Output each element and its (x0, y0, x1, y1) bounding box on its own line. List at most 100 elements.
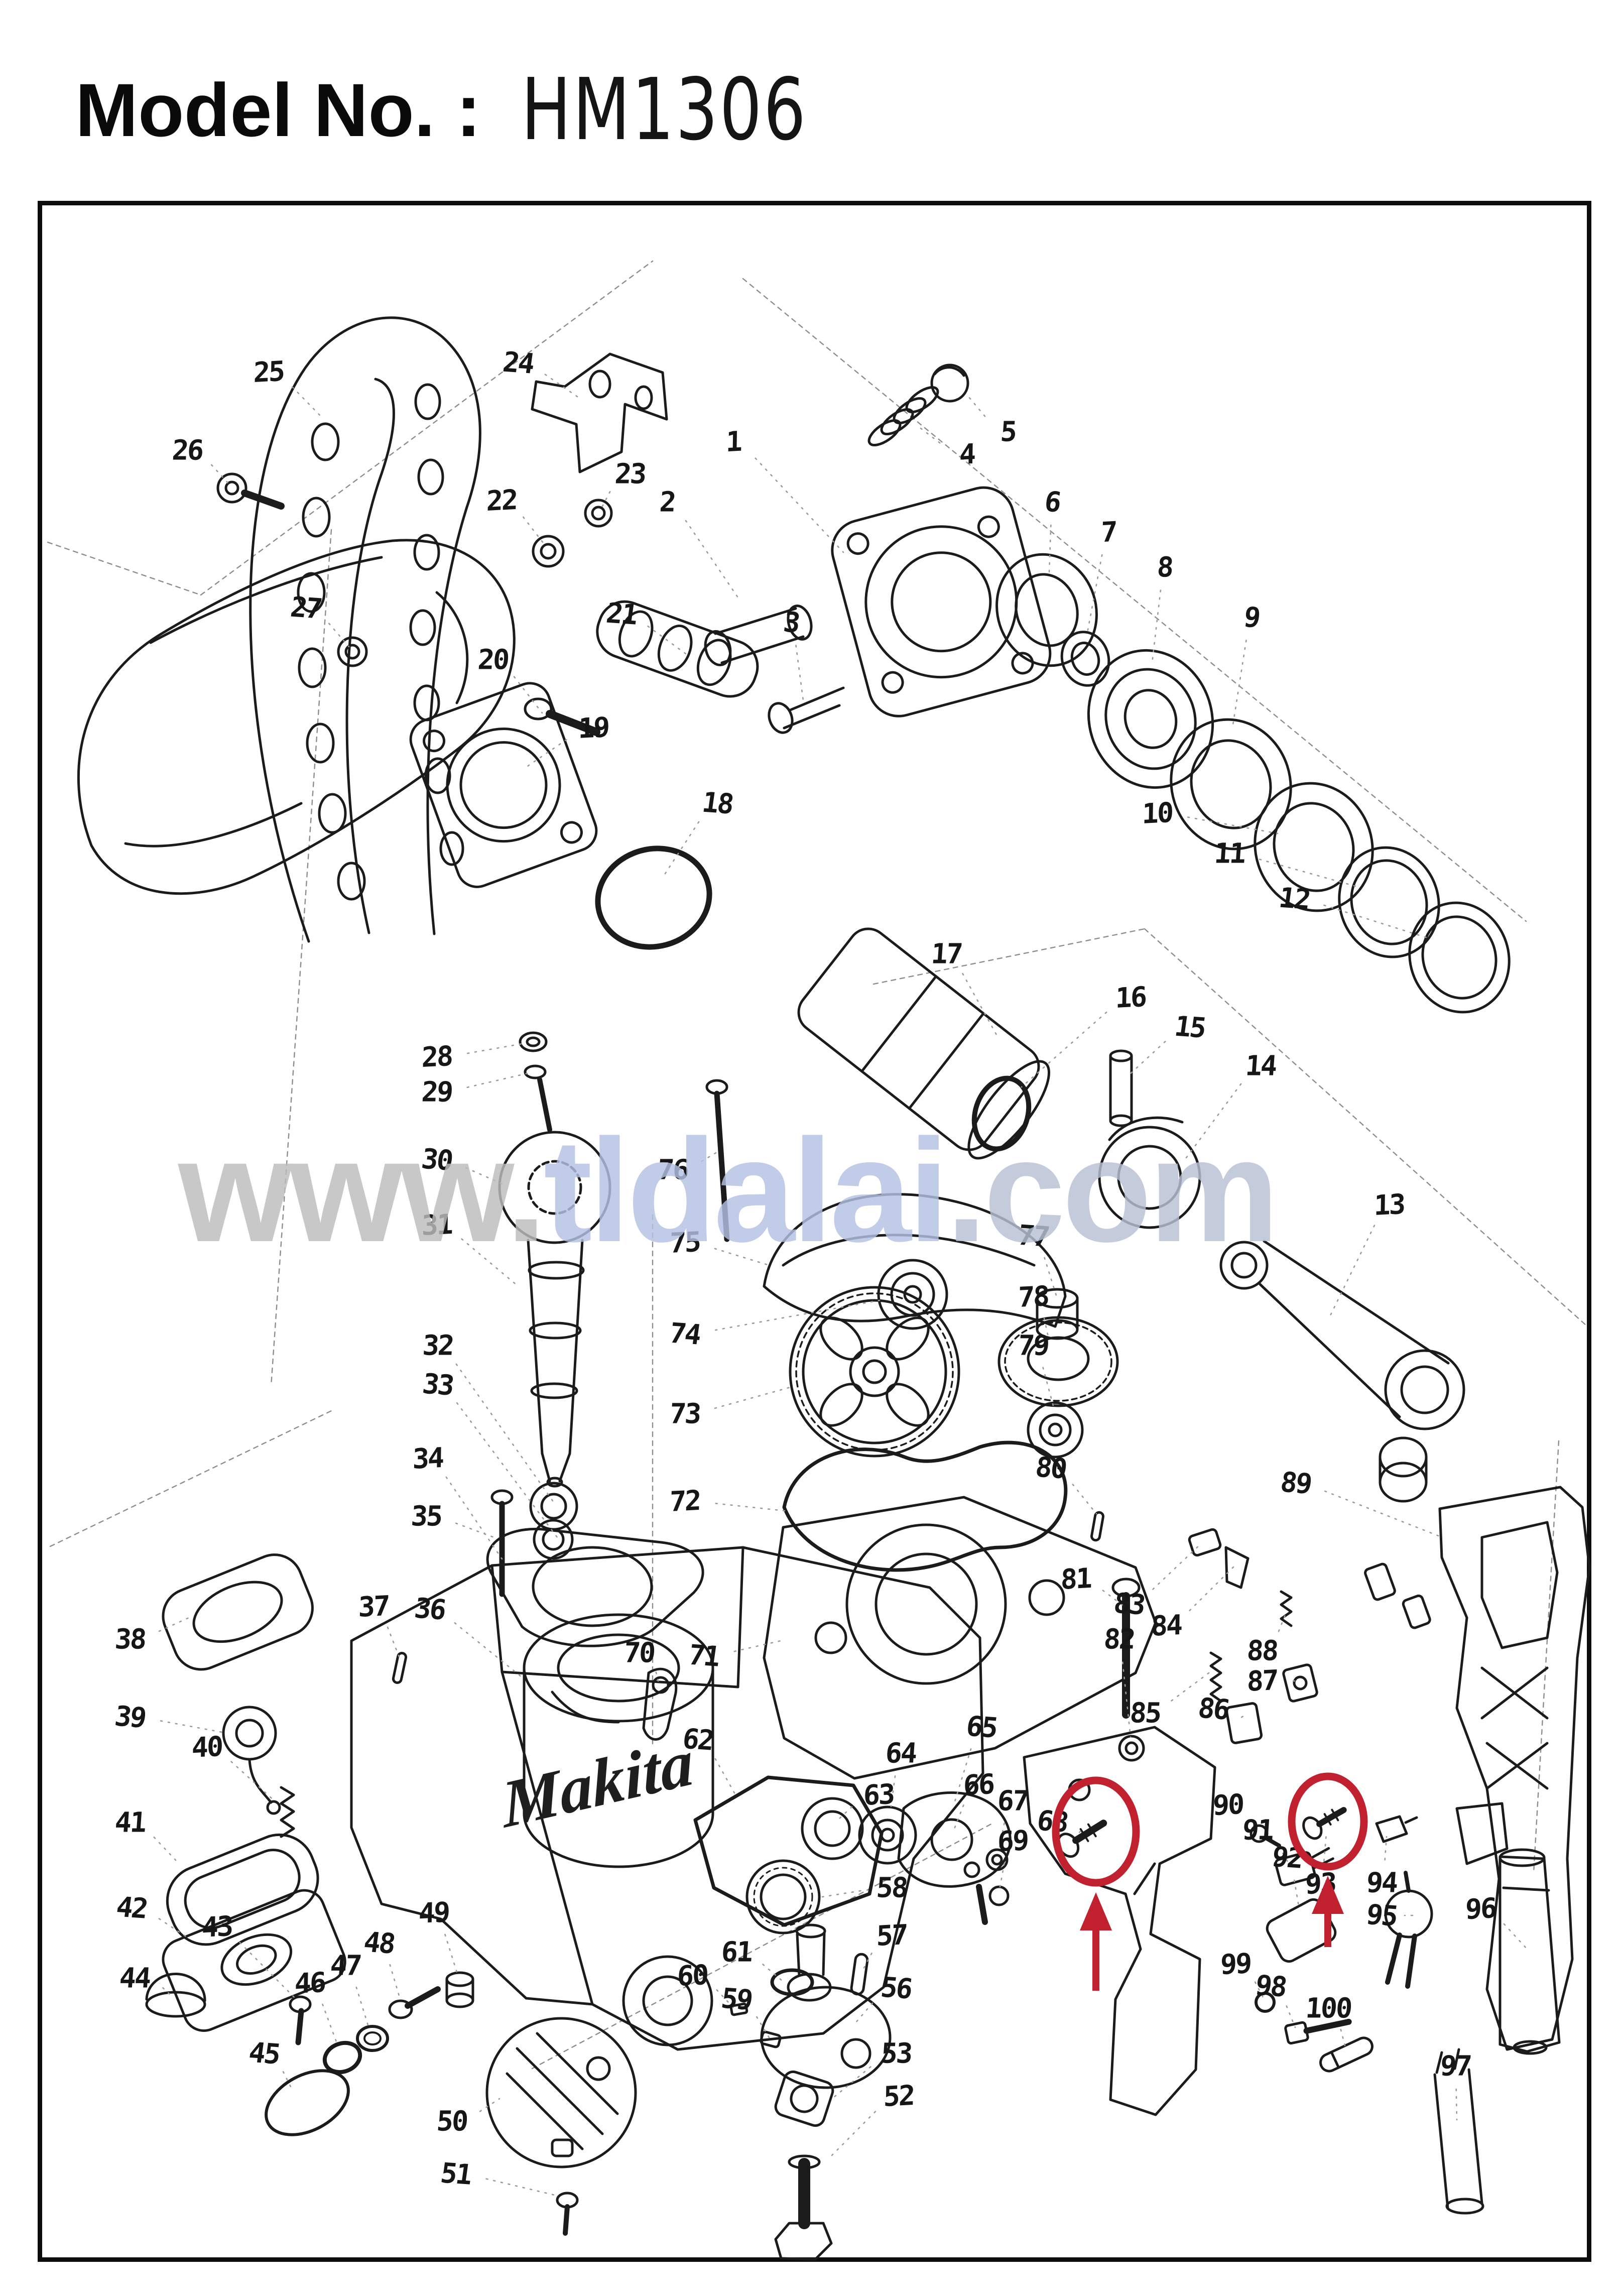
part-electrical-parts (1250, 1815, 1561, 2215)
leader-line-80 (1072, 1484, 1097, 1515)
leader-line-67 (998, 1823, 1005, 1851)
leader-line-57 (861, 1953, 872, 1972)
part-ring-chain (995, 553, 1511, 1014)
leader-line-4 (918, 426, 941, 444)
leader-line-82 (1121, 1661, 1132, 1738)
leader-line-35 (455, 1522, 499, 1540)
leader-line-85 (1171, 1672, 1210, 1702)
watermark-mid: tldalai (543, 1109, 949, 1272)
leader-line-37 (387, 1626, 400, 1658)
leader-line-29 (466, 1072, 528, 1089)
leader-line-40 (230, 1761, 276, 1802)
part-switch-small-parts (1090, 1511, 1318, 1762)
watermark: www.tldalai.com (178, 1117, 1279, 1264)
leader-line-7 (1086, 554, 1103, 636)
part-piston-group (971, 1049, 1465, 1503)
leader-line-76 (701, 1151, 718, 1162)
leader-line-41 (153, 1836, 177, 1861)
leader-line-91 (1278, 1846, 1289, 1863)
leader-line-1 (755, 457, 844, 553)
leader-line-39 (160, 1720, 223, 1733)
leader-line-75 (714, 1248, 770, 1266)
leader-line-38 (158, 1615, 194, 1632)
leader-line-81 (1102, 1590, 1126, 1608)
leader-line-45 (282, 2071, 293, 2091)
leader-line-48 (389, 1964, 402, 2002)
leader-line-84 (1189, 1565, 1235, 1612)
leader-line-5 (965, 393, 986, 417)
model-number: HM1306 (521, 60, 808, 160)
highlight-part-68 (1052, 1776, 1140, 1991)
leader-line-28 (466, 1042, 526, 1054)
part-crank-parts (729, 1859, 892, 2261)
leader-line-42 (158, 1918, 188, 1938)
part-pin-37 (392, 1651, 408, 1684)
leader-line-15 (1129, 1041, 1166, 1075)
leader-line-68 (1077, 1830, 1081, 1835)
leader-line-47 (355, 1986, 370, 2029)
leader-line-19 (524, 739, 567, 769)
leader-line-70 (655, 1671, 660, 1684)
leader-line-96 (1503, 1923, 1528, 1950)
leader-line-63 (838, 1806, 853, 1820)
leader-line-21 (647, 625, 689, 656)
leader-line-53 (832, 2066, 871, 2099)
construction-lines (47, 260, 1587, 2070)
part-left-column (145, 1553, 637, 2236)
part-oring-18 (595, 845, 712, 950)
leader-line-11 (1259, 859, 1356, 887)
part-cap-5 (930, 364, 969, 403)
leader-line-89 (1324, 1490, 1441, 1537)
leader-line-86 (1239, 1716, 1244, 1719)
part-flange-plate (409, 682, 598, 888)
highlight-arrow-head-93 (1312, 1876, 1344, 1914)
part-motor-housing (77, 539, 516, 895)
leader-line-92 (1293, 1879, 1300, 1910)
leader-line-27 (328, 623, 350, 648)
leader-line-88 (1278, 1612, 1287, 1632)
leader-line-90 (1250, 1820, 1259, 1833)
leader-line-78 (1043, 1317, 1049, 1338)
leader-line-25 (291, 386, 322, 418)
leader-line-44 (162, 1987, 171, 1995)
model-label: Model No. : (75, 67, 481, 152)
leader-line-9 (1231, 640, 1247, 729)
leader-line-65 (954, 1748, 972, 1802)
leader-line-46 (322, 2003, 338, 2045)
leader-line-10 (1187, 816, 1279, 834)
leader-line-71 (733, 1640, 782, 1652)
highlight-part-93 (1288, 1772, 1368, 1947)
page-title: Model No. : HM1306 (75, 60, 888, 160)
leader-line-72 (715, 1503, 790, 1512)
part-screw-35 (490, 1489, 514, 1597)
leader-line-99 (1254, 1981, 1265, 2000)
leader-line-64 (890, 1775, 896, 1807)
leader-line-100 (1340, 2028, 1346, 2048)
watermark-suffix: .com (946, 1109, 1279, 1272)
leader-line-2 (685, 520, 739, 598)
part-bracket (531, 352, 668, 473)
leader-line-3 (795, 645, 804, 701)
leader-line-62 (714, 1758, 738, 1798)
highlight-arrow-head-68 (1080, 1892, 1112, 1930)
part-rear-handle (1364, 1486, 1591, 2051)
leader-line-13 (1329, 1225, 1376, 1316)
leader-line-20 (513, 676, 543, 714)
leader-line-33 (456, 1402, 558, 1538)
leader-line-93 (1323, 1833, 1327, 1862)
part-spring-4 (867, 386, 939, 446)
watermark-prefix: www. (178, 1109, 547, 1272)
part-screw-93 (1302, 1807, 1347, 1840)
part-strap (249, 316, 481, 943)
leader-line-66 (953, 1804, 964, 1831)
leader-line-14 (1184, 1083, 1242, 1161)
part-cover-bearings (693, 1775, 1012, 1927)
part-gear-cluster (642, 1079, 1157, 1780)
leader-line-31 (461, 1238, 518, 1286)
leader-line-74 (714, 1299, 881, 1331)
leader-line-30 (465, 1167, 506, 1186)
